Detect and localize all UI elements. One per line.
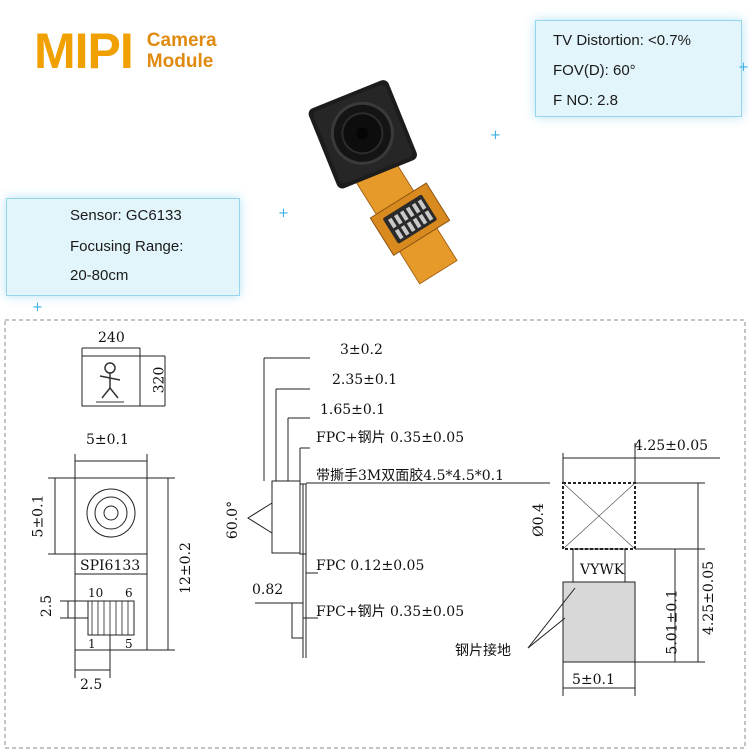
back-label: VYWK	[580, 562, 625, 578]
mipi-logo: MIPI Camera Module	[34, 26, 217, 76]
angle-label: 60.0°	[225, 500, 242, 540]
tape-label: 带撕手3M双面胶4.5*4.5*0.1	[316, 468, 505, 484]
pin-pitch-w-label: 2.5	[80, 677, 103, 693]
spec-focusing-value: 20-80cm	[70, 267, 129, 284]
camera-module-photo	[308, 80, 458, 285]
pin-10-label: 10	[88, 586, 104, 600]
side-165-label: 1.65±0.1	[320, 402, 386, 418]
spec-focusing-label: Focusing Range:	[70, 238, 184, 255]
front-view	[48, 454, 175, 678]
front-width-label: 5±0.1	[86, 432, 129, 448]
fpc-steel-top-label: FPC+钢片 0.35±0.05	[316, 430, 465, 446]
drawing-frame	[4, 319, 746, 749]
sparkle-icon: +	[32, 300, 43, 315]
side-082-label: 0.82	[252, 582, 284, 598]
logo-sub-line2: Module	[146, 51, 214, 72]
front-height-label: 5±0.1	[30, 494, 47, 538]
back-lower-height-label: 5.01±0.1	[664, 589, 681, 655]
back-right-height-label: 4.25±0.05	[701, 560, 718, 636]
spec-sensor: Sensor: GC6133	[70, 207, 182, 224]
back-hole-label: Ø0.4	[530, 503, 547, 537]
stick-figure-icon	[96, 362, 124, 403]
back-view	[527, 443, 720, 696]
spec-f-no: F NO: 2.8	[553, 92, 619, 109]
back-bottom-width-label: 5±0.1	[572, 672, 615, 688]
spec-panel-right	[535, 20, 742, 117]
box-height-label: 320	[151, 366, 168, 394]
packaging-box	[81, 347, 166, 407]
spec-tv-distortion: TV Distortion: <0.7%	[553, 32, 691, 49]
total-height-label: 12±0.2	[177, 542, 194, 594]
side-view	[247, 357, 550, 658]
logo-sub-line1: Camera	[146, 30, 217, 51]
fpc-steel-bottom-label: FPC+钢片 0.35±0.05	[316, 604, 465, 620]
side-235-label: 2.35±0.1	[332, 372, 398, 388]
product-banner: MIPI Camera Module TV Distortion: <0.7% …	[0, 0, 750, 318]
sparkle-icon: +	[278, 206, 289, 221]
pin-6-label: 6	[125, 586, 133, 600]
steel-ground-label: 钢片接地	[455, 643, 511, 659]
fpc-thick-label: FPC 0.12±0.05	[316, 558, 425, 574]
pin-5-label: 5	[125, 637, 133, 651]
sparkle-icon: +	[490, 128, 501, 143]
back-top-width-label: 4.25±0.05	[634, 438, 709, 454]
logo-sub-text: Camera Module	[147, 30, 217, 72]
sparkle-icon: +	[738, 60, 749, 75]
module-label: SPI6133	[80, 558, 141, 574]
spec-fov: FOV(D): 60°	[553, 62, 636, 79]
box-width-label: 240	[98, 330, 125, 346]
spec-panel-left	[6, 198, 240, 296]
pin-pitch-h-label: 2.5	[39, 594, 56, 618]
logo-main-text: MIPI	[34, 23, 134, 79]
side-3-label: 3±0.2	[340, 342, 383, 358]
technical-drawing	[4, 319, 746, 749]
pin-1-label: 1	[88, 637, 96, 651]
